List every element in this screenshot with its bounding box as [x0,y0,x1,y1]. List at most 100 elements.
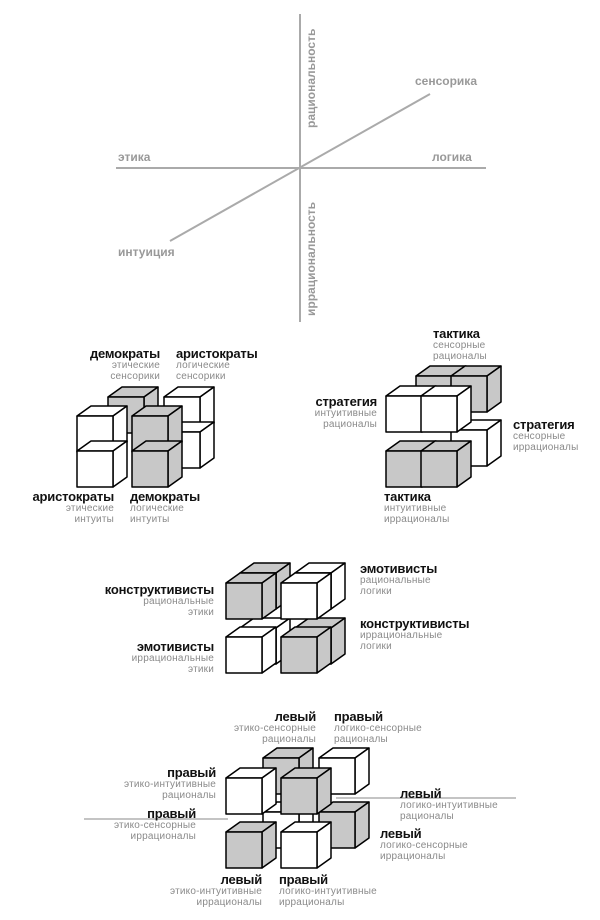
label-line2: этики [187,607,214,618]
label-title: демократы [89,346,160,361]
label-title: конструктивисты [360,616,470,631]
label-title: стратегия [315,394,377,409]
label-title: правый [147,806,196,821]
group1-label-aristocrats-top: аристократы логические сенсорики [176,346,258,382]
label-line1: интуитивные [314,408,377,419]
group1-label-democrats-top: демократы этические сенсорики [40,347,160,382]
label-title: левый [220,872,263,887]
label-line2: рационалы [433,351,487,362]
axis-label-intuition: интуиция [118,245,175,259]
group3-label-emotivists-top: эмотивисты рациональные логики [360,562,437,597]
axis-system [116,14,486,322]
group4-label-left-mid-right: левый логико-интуитивные рационалы [400,787,498,822]
label-line1: этические [65,503,114,514]
group1-label-democrats-bottom: демократы логические интуиты [130,490,200,525]
label-title: правый [279,872,328,887]
label-line1: логико-интуитивные [400,800,498,811]
group1-cube-front-gray-bottom [131,440,183,488]
label-line2: иррационалы [130,831,196,842]
label-line2: рационалы [400,811,454,822]
cube-layer [76,365,502,869]
label-title: эмотивисты [360,561,438,576]
label-line2: логики [360,586,392,597]
axis-label-rationality: рациональность [304,28,318,128]
group4-cube-front-right-top [280,767,332,815]
label-line1: интуитивные [384,503,447,514]
group3-label-constructivists-left: конструктивисты рациональные этики [74,583,214,618]
label-line1: этико-интуитивные [124,779,216,790]
group1-label-aristocrats-bottom: аристократы этические интуиты [2,489,115,525]
label-line2: интуиты [74,514,114,525]
label-line1: этико-интуитивные [170,886,262,897]
label-line2: интуиты [130,514,170,525]
label-line1: рациональные [143,596,214,607]
group4-cube-front-right-bottom [280,821,332,869]
label-title: конструктивисты [104,582,214,597]
axis-label-ethics: этика [118,150,151,164]
label-line1: логико-интуитивные [279,886,377,897]
axis-label-sensing: сенсорика [415,74,477,88]
label-title: аристократы [176,346,258,361]
label-line1: логические [130,503,185,514]
label-line1: рациональные [360,575,431,586]
group4-label-right-bottom: правый логико-интуитивные иррационалы [279,873,377,908]
label-line2: рационалы [262,734,316,745]
group2-label-strategy-right: стратегия сенсорные иррационалы [513,418,578,453]
group1-cube-front-white-bottom [76,440,128,488]
group2-label-tactics-top: тактика сенсорные рационалы [433,327,487,362]
label-line2: иррационалы [384,514,450,525]
intuition-sensing-axis-line [169,93,431,242]
label-line1: логико-сенсорные [334,723,422,734]
group4-label-right-mid-left: правый этико-интуитивные рационалы [94,766,216,801]
label-line2: иррационалы [196,897,262,908]
label-title: стратегия [513,417,575,432]
label-line2: рационалы [334,734,388,745]
label-line2: иррационалы [513,442,579,453]
label-line1: этико-сенсорные [233,723,316,734]
label-title: левый [400,786,442,801]
group4-label-right-lower-left: правый этико-сенсорные иррационалы [76,807,196,842]
group4-guide-lines [84,797,516,820]
label-line2: сенсорики [176,371,226,382]
group4-label-left-bottom: левый этико-интуитивные иррационалы [132,873,262,908]
label-line1: этико-сенсорные [113,820,196,831]
group2-label-tactics-bottom: тактика интуитивные иррационалы [384,490,449,525]
label-line1: иррациональные [360,630,443,641]
label-line2: этики [187,664,214,675]
label-line1: иррациональные [131,653,214,664]
group4-label-left-lower-right: левый логико-сенсорные иррационалы [380,827,468,862]
label-line2: иррационалы [279,897,345,908]
label-line2: сенсорики [110,371,160,382]
label-line1: сенсорные [433,340,486,351]
group3-cube-front-left-bottom [225,626,277,674]
label-title: левый [380,826,422,841]
label-title: тактика [384,489,431,504]
group3-cube-front-right-top [280,572,332,620]
label-title: тактика [433,326,480,341]
label-line1: сенсорные [513,431,566,442]
axis-label-irrationality: иррациональность [304,201,318,316]
label-title: демократы [130,489,201,504]
label-title: аристократы [32,489,115,504]
group4-cube-front-left-bottom [225,821,277,869]
group2-cube-front-bottom-right [420,440,472,488]
group2-label-strategy-left: стратегия интуитивные рационалы [257,394,378,430]
label-line2: логики [360,641,392,652]
label-title: эмотивисты [136,639,214,654]
group4-label-left-top: левый этико-сенсорные рационалы [200,710,316,745]
group4-label-right-top: правый логико-сенсорные рационалы [334,710,422,745]
label-line1: логические [176,360,231,371]
label-line2: рационалы [162,790,216,801]
label-line1: этические [111,360,160,371]
group3-label-emotivists-left: эмотивисты иррациональные этики [94,639,215,675]
group3-cube-front-left-top [225,572,277,620]
label-title: правый [167,765,216,780]
label-line2: иррационалы [380,851,446,862]
label-title: правый [334,709,383,724]
group3-cube-front-right-bottom [280,626,332,674]
label-line2: рационалы [323,419,377,430]
group3-label-constructivists-right: конструктивисты иррациональные логики [360,617,469,652]
axis-label-logic: логика [432,150,472,164]
